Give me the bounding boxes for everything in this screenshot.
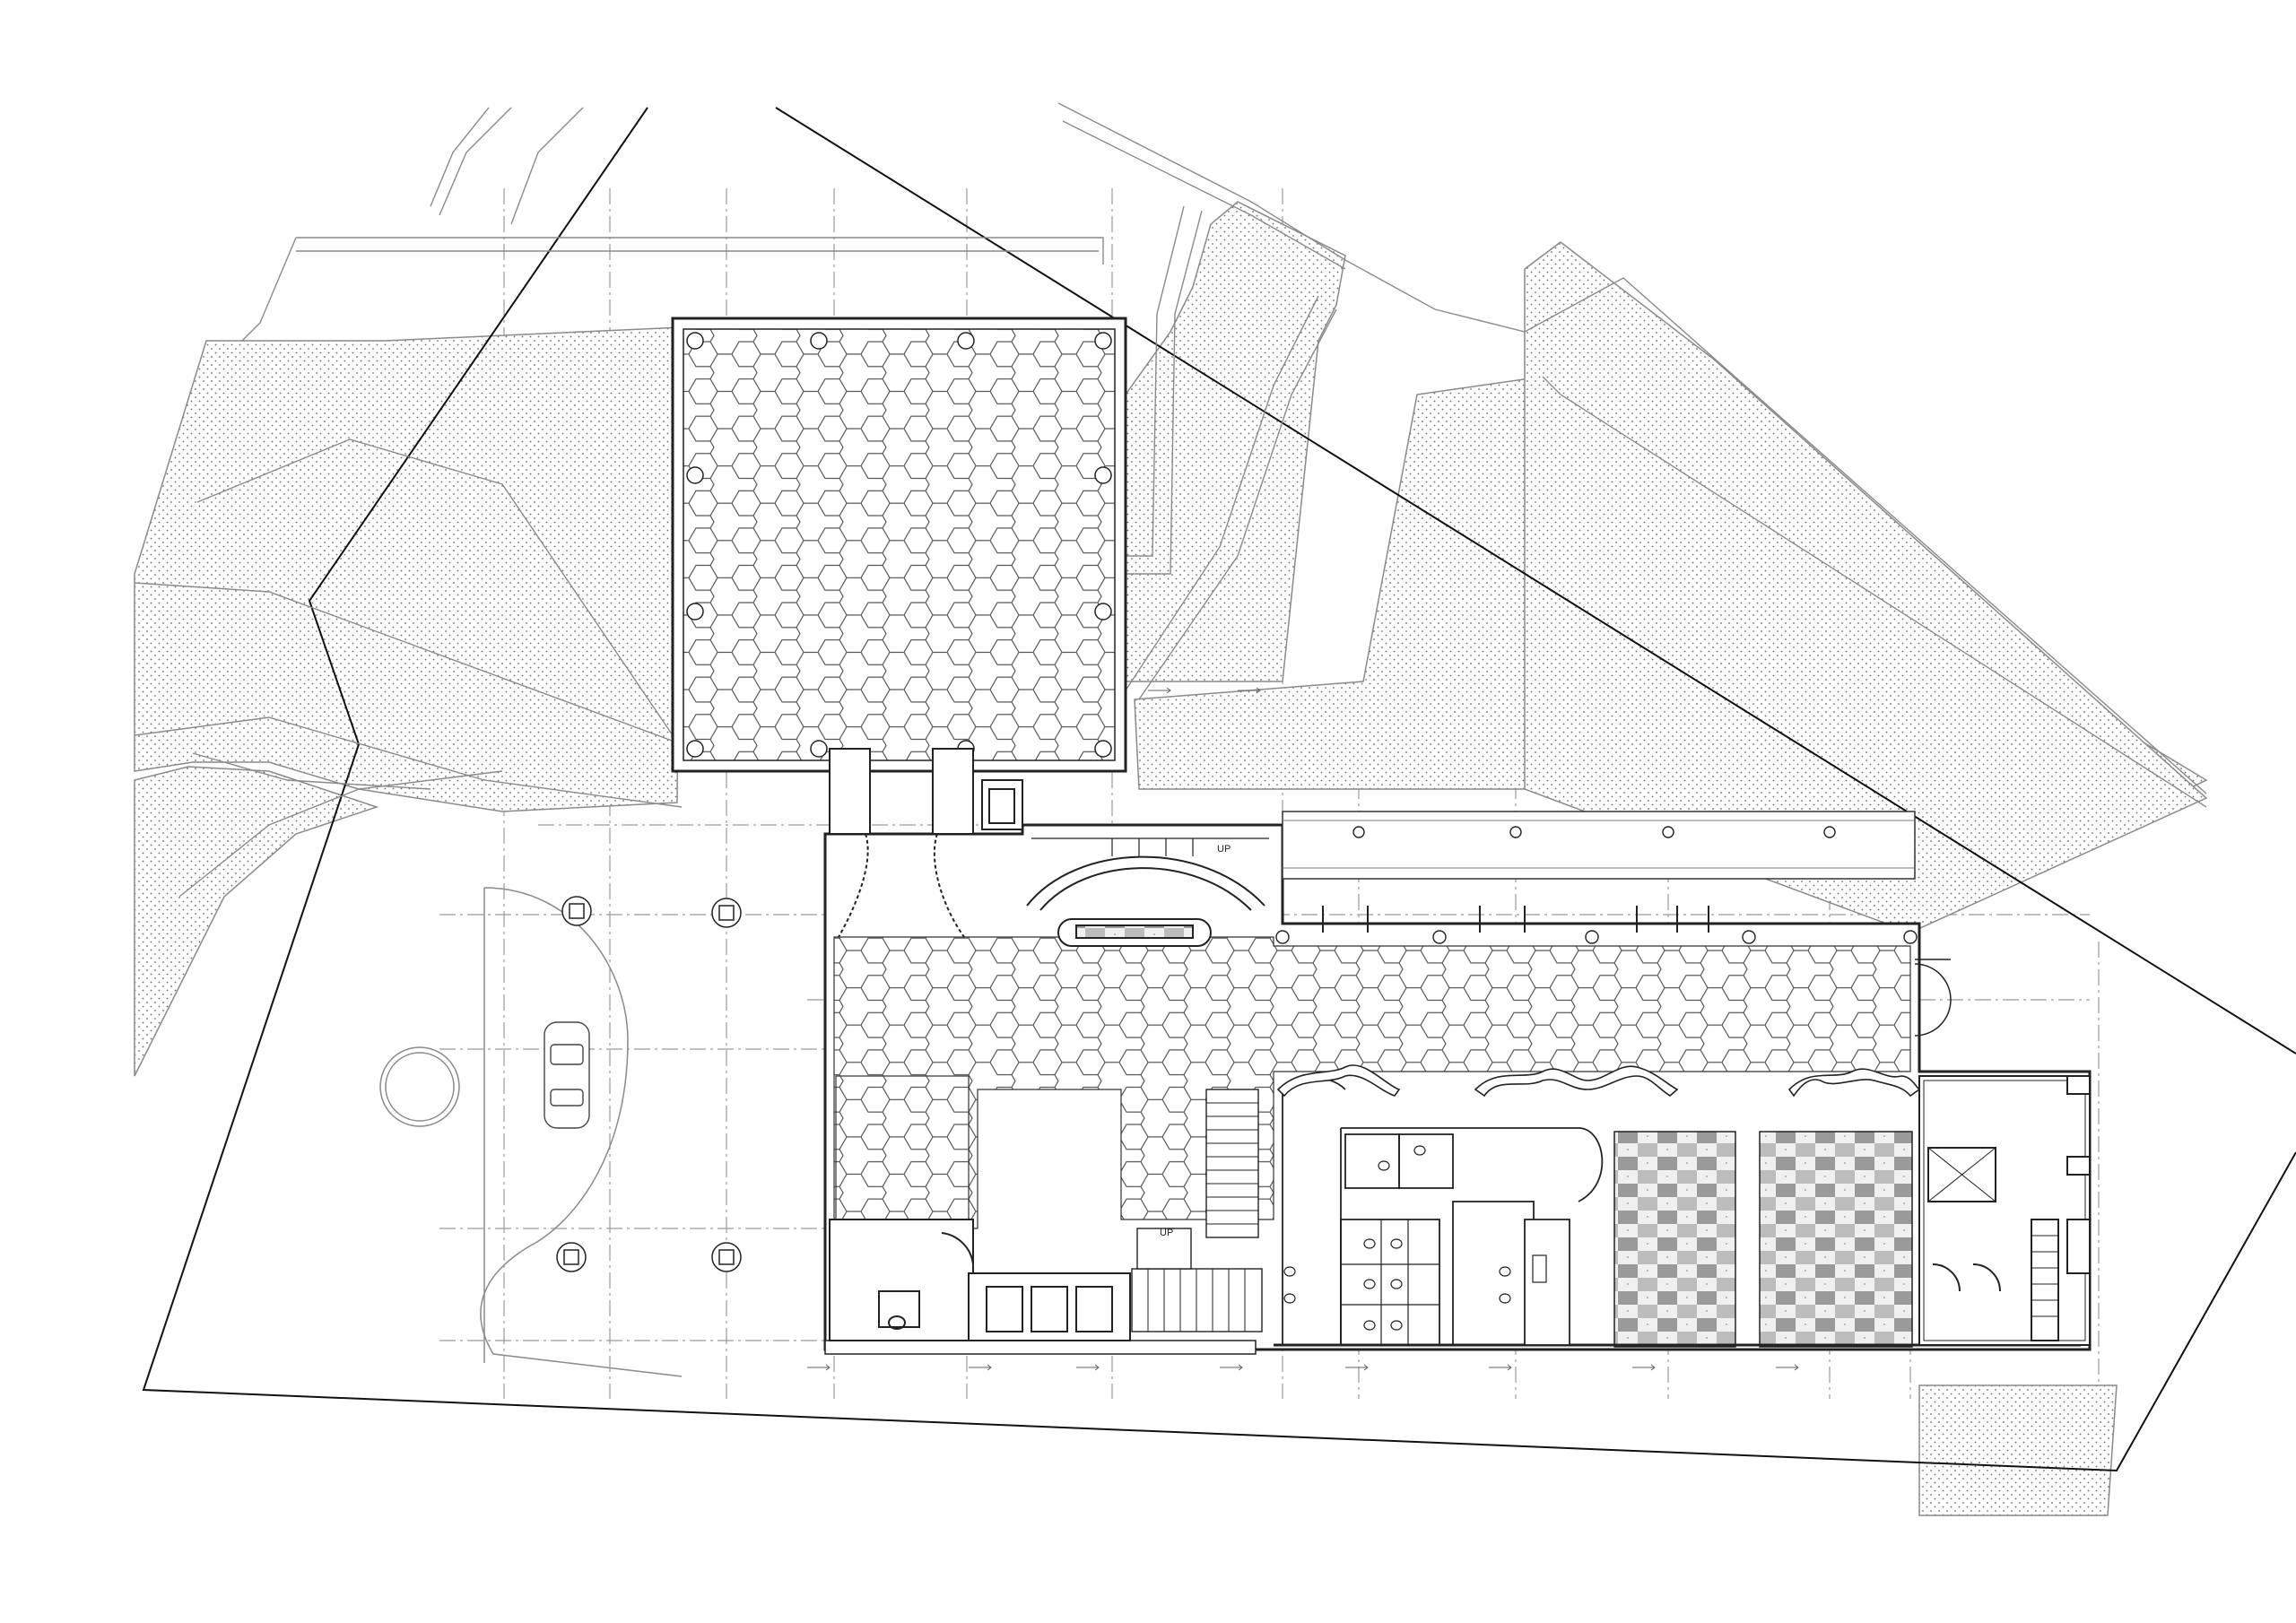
right-service-wing: [1918, 1075, 2091, 1346]
restroom-block: [1282, 1076, 1604, 1346]
stair-icon: [1131, 1089, 1263, 1332]
main-building: [823, 811, 2092, 1355]
site-boundary: [142, 107, 2296, 1472]
circulation-arrows: [807, 687, 1799, 1371]
driveway: [379, 887, 683, 1377]
left-service-block: [829, 1219, 1131, 1341]
column-icon: [556, 1242, 587, 1272]
corridor-columns: [1275, 826, 1918, 944]
upper-pavilion: [671, 317, 1127, 773]
column-icon: [561, 896, 592, 926]
entrance-vestibule: [829, 748, 1269, 947]
canopy-ornaments: [1276, 1064, 1921, 1098]
elevator-icon: [1927, 1147, 1996, 1202]
corridor-openings: [1322, 906, 1709, 933]
car-icon: [544, 1021, 590, 1129]
stair-up-label-upper: UP: [1217, 844, 1231, 855]
stair-up-label-lower: UP: [1160, 1228, 1173, 1238]
landscape-planting-areas: [134, 201, 2208, 1516]
column-icon: [711, 1242, 742, 1272]
forecourt-columns: [556, 896, 742, 1272]
column-icon: [711, 898, 742, 928]
door-swing-icon: [1914, 959, 1952, 1037]
site-paths: [134, 102, 2207, 898]
